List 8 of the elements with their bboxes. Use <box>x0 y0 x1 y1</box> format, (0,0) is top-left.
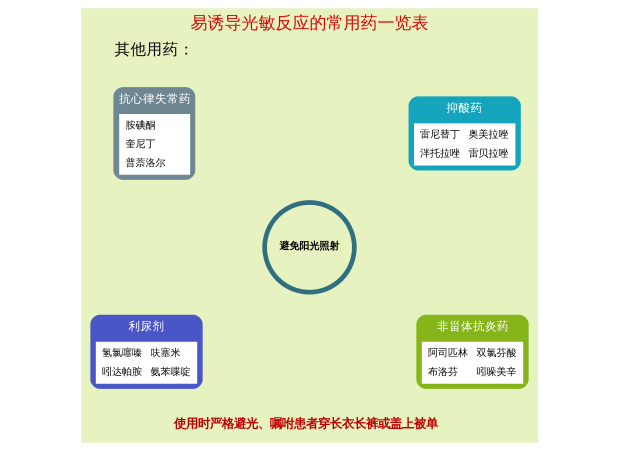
label: 使用时严格避光、嘱咐患者穿长衣长裤或盖上被单 <box>174 416 438 431</box>
node-circle: 避免阳光照射 <box>262 200 357 295</box>
node-box: 利尿剂 氢氯噻嗪 呋塞米 吲达帕胺 氨苯喋啶 <box>90 314 203 389</box>
diagram-title: 易诱导光敏反应的常用药一览表 <box>190 13 428 34</box>
node-box: 抗心律失常药 胺碘酮 奎尼丁 普萘洛尔 <box>113 87 196 180</box>
label: 其他用药： <box>114 40 194 58</box>
node-box: 非甾体抗炎药 阿司匹林 双氯芬酸 布洛芬 吲哚美辛 <box>416 314 529 389</box>
node-box: 抑酸药 雷尼替丁 奥美拉唑 泮托拉唑 雷贝拉唑 <box>408 96 521 171</box>
